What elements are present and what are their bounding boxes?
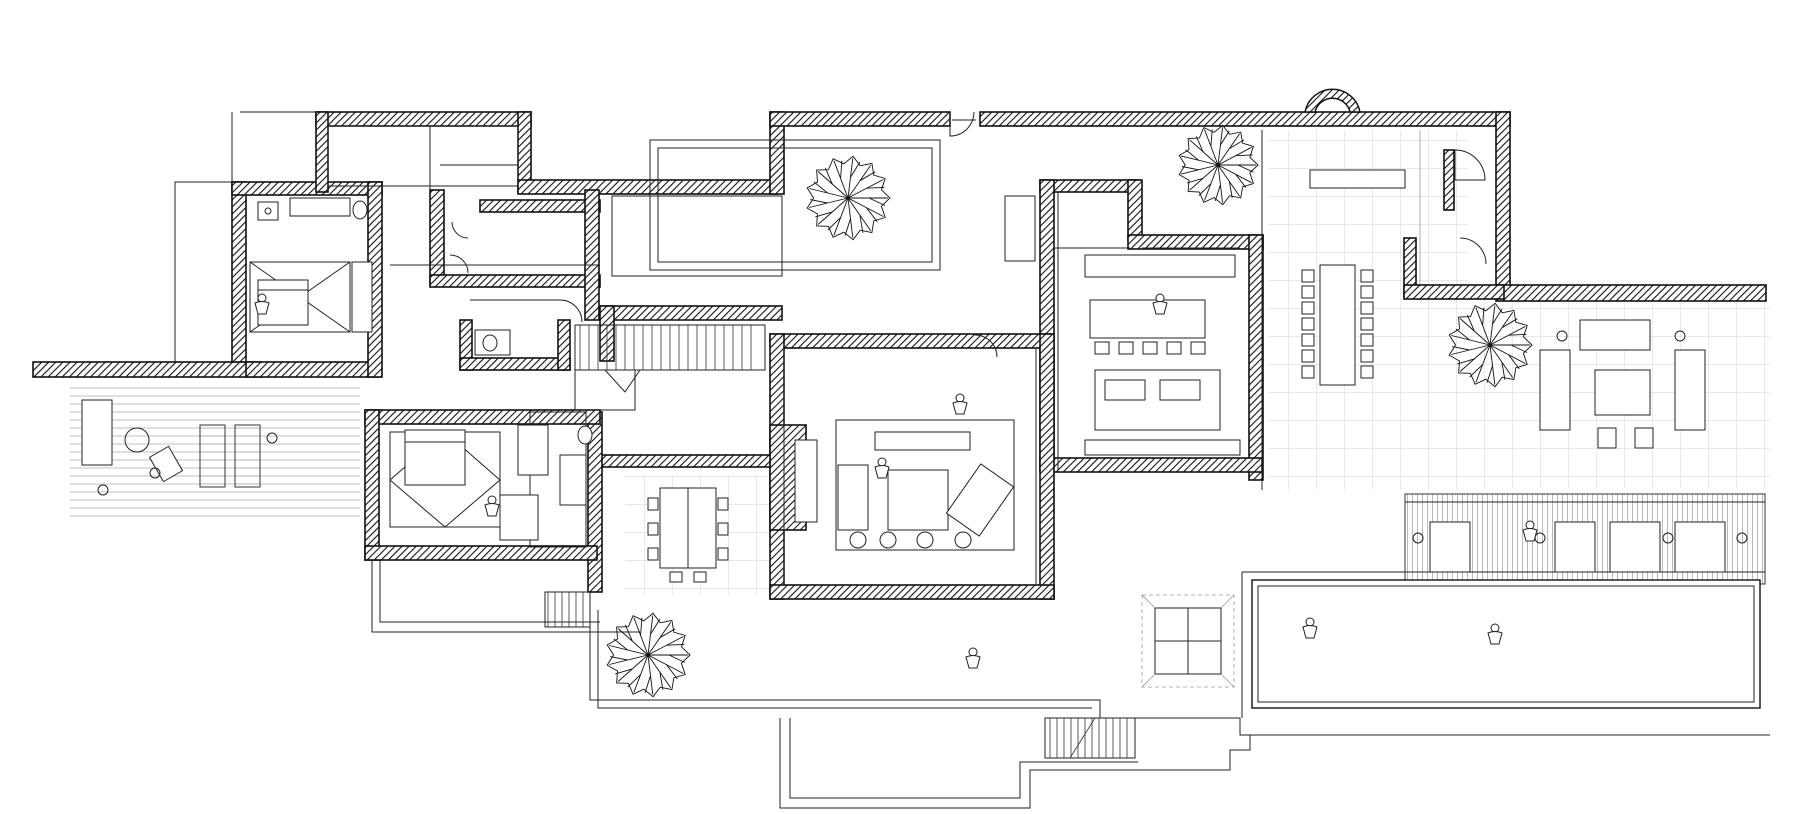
bedroom-2 bbox=[389, 424, 549, 541]
east-lounge bbox=[1309, 169, 1706, 449]
partitions bbox=[327, 125, 1263, 585]
bedroom-1 bbox=[249, 261, 373, 333]
person-figures bbox=[254, 293, 1538, 669]
stairs-south bbox=[1044, 717, 1136, 759]
bathroom-1 bbox=[257, 197, 368, 221]
swimming-pool bbox=[1251, 579, 1761, 709]
outdoor-dining-table bbox=[1301, 264, 1374, 386]
tree-symbol bbox=[806, 155, 891, 241]
walls bbox=[32, 88, 1767, 600]
deck-loungers bbox=[81, 399, 278, 496]
dining-table bbox=[647, 487, 729, 583]
pergola bbox=[1141, 594, 1235, 688]
living-room bbox=[794, 419, 1015, 551]
stairs-central bbox=[574, 324, 766, 411]
bathroom-2 bbox=[474, 329, 593, 506]
tree-symbol bbox=[1448, 302, 1533, 388]
pool-deck-loungers bbox=[1412, 521, 1748, 573]
trees bbox=[606, 124, 1533, 698]
door-swings bbox=[449, 111, 1487, 358]
stairs-west bbox=[544, 591, 591, 628]
kitchen bbox=[1084, 254, 1241, 456]
tree-symbol bbox=[606, 612, 691, 698]
tree-symbol bbox=[1178, 124, 1259, 206]
